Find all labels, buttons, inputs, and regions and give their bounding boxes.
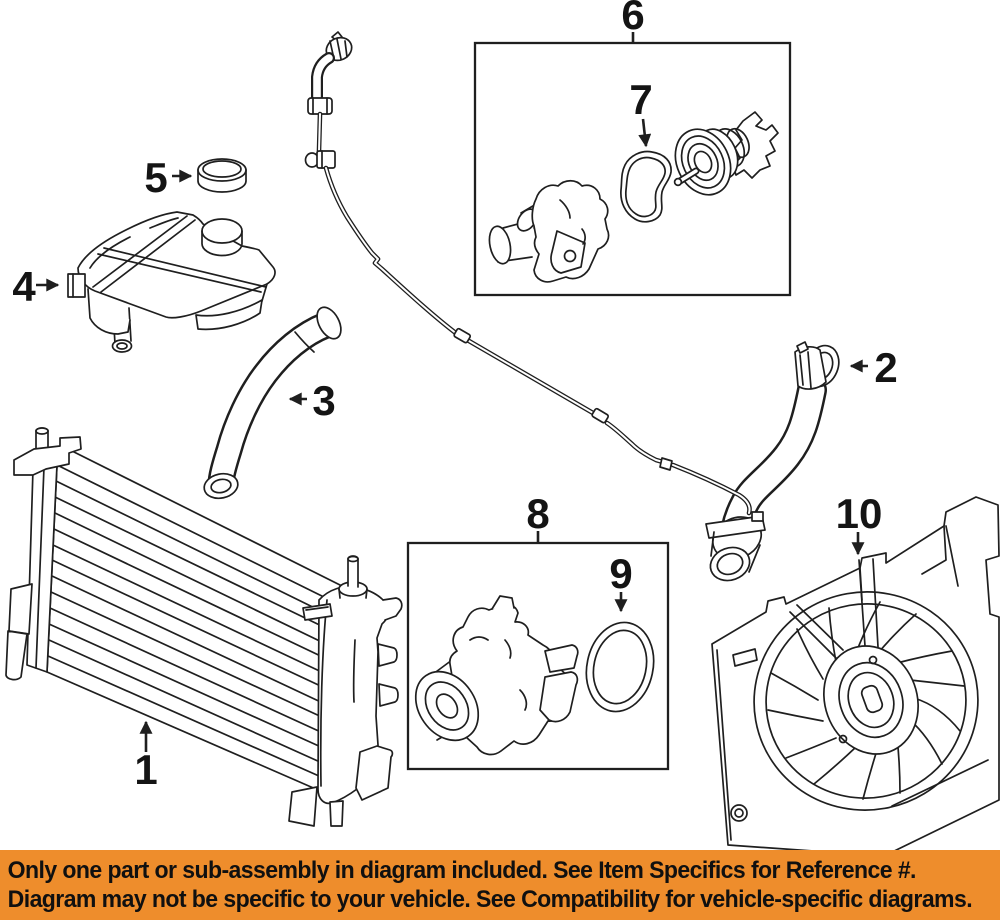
- bleed-hose-drawing: [304, 31, 752, 516]
- callout-5: 5: [144, 154, 193, 201]
- callout-10: 10: [836, 490, 883, 556]
- callout-6-number: 6: [621, 0, 644, 38]
- callout-8: 8: [526, 490, 550, 543]
- callout-3-number: 3: [312, 377, 335, 424]
- thermostat-drawing: [673, 111, 779, 196]
- o-ring-drawing: [585, 621, 655, 713]
- fan-shroud-drawing: [711, 496, 1000, 857]
- callout-7-number: 7: [629, 76, 652, 123]
- callout-7: 7: [629, 76, 653, 148]
- thermostat-housing-drawing: [488, 179, 610, 283]
- thermostat-gasket-drawing: [620, 150, 672, 223]
- radiator-drawing: [5, 427, 403, 827]
- notice-banner-line1: Only one part or sub-assembly in diagram…: [7, 857, 917, 884]
- reservoir-cap-drawing: [197, 158, 247, 193]
- callout-7-arrow: [638, 118, 652, 148]
- callout-1-number: 1: [134, 746, 157, 793]
- water-pump-drawing: [414, 595, 579, 756]
- notice-banner: Only one part or sub-assembly in diagram…: [0, 850, 1000, 920]
- callout-4-number: 4: [12, 263, 36, 310]
- upper-hose-drawing: [705, 341, 840, 582]
- coolant-reservoir-drawing: [67, 211, 276, 353]
- callout-1: 1: [134, 720, 158, 793]
- notice-banner-line2: Diagram may not be specific to your vehi…: [7, 886, 973, 913]
- lower-hose-drawing: [203, 306, 342, 500]
- callout-9: 9: [609, 550, 633, 613]
- callout-5-number: 5: [144, 154, 167, 201]
- callout-2-number: 2: [874, 344, 897, 391]
- callout-9-number: 9: [609, 550, 632, 597]
- callout-6: 6: [621, 0, 645, 43]
- callout-2: 2: [849, 344, 898, 391]
- callout-3: 3: [288, 377, 336, 424]
- callout-10-number: 10: [836, 490, 883, 537]
- callout-8-number: 8: [526, 490, 549, 537]
- radiator-core-fins: [47, 480, 334, 777]
- callout-4: 4: [12, 263, 60, 310]
